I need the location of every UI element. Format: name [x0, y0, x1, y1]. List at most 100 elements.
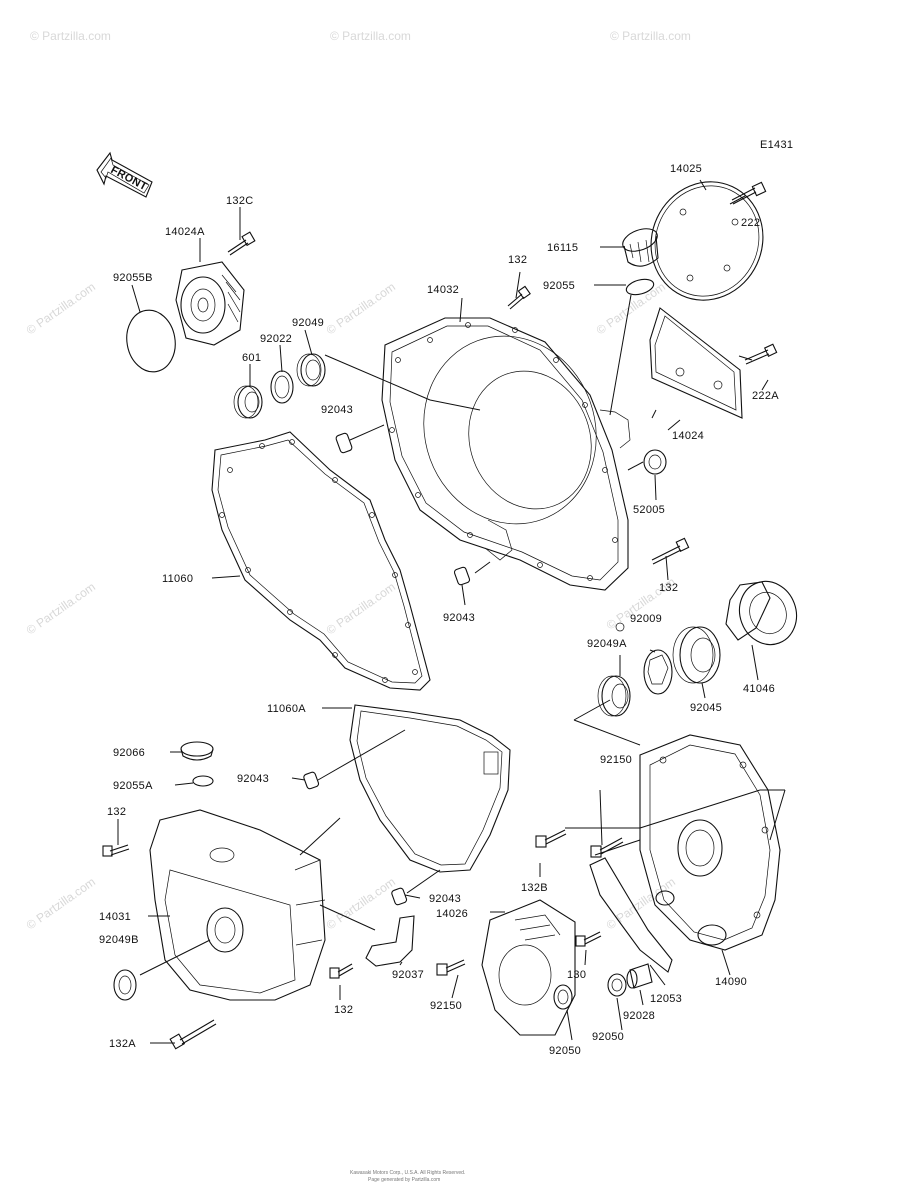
part-92043-pin [453, 566, 471, 586]
part-11060-gasket [211, 431, 431, 691]
part-130-bolt [575, 931, 602, 947]
callout-92037: 92037 [392, 969, 424, 981]
footer-generated: Page generated by Partzilla.com [368, 1177, 440, 1183]
callout-92043-b: 92043 [443, 612, 475, 624]
part-14024a-pump-cover [175, 261, 245, 346]
part-132a-bolt [169, 1019, 217, 1050]
watermark: © Partzilla.com [604, 875, 678, 933]
callout-11060a: 11060A [267, 703, 306, 715]
callout-92049a: 92049A [587, 638, 627, 650]
watermark: © Partzilla.com [24, 875, 98, 933]
callout-92043-a: 92043 [321, 404, 353, 416]
part-41046-cover [725, 580, 798, 646]
callout-92049: 92049 [292, 317, 324, 329]
part-92055b-o-ring [126, 309, 176, 373]
callout-labels: 14025 222 132C 14024A 16115 132 92055 92… [99, 163, 779, 1057]
part-92150-bolt [436, 959, 466, 976]
callout-132-left: 132 [107, 806, 126, 818]
part-601-bearing [233, 385, 263, 419]
part-92009-washer [643, 649, 673, 695]
part-132b-bolt [535, 829, 567, 848]
part-92043-pin [303, 771, 320, 790]
part-92022-washer [270, 370, 294, 404]
part-16115-cap [622, 228, 659, 267]
part-92050-collar [607, 973, 627, 997]
callout-14032: 14032 [427, 284, 459, 296]
part-132-bolt [102, 844, 130, 857]
part-222-screw [731, 181, 767, 205]
part-132-bolt [329, 963, 354, 979]
part-14032-clutch-cover [381, 317, 631, 591]
part-132c-bolt [227, 231, 256, 256]
callout-92028: 92028 [623, 1010, 655, 1022]
callout-92009: 92009 [630, 613, 662, 625]
part-92055-o-ring [625, 278, 655, 296]
callout-222a: 222A [752, 390, 779, 402]
part-14031-engine-cover [149, 809, 326, 1001]
watermark: © Partzilla.com [30, 29, 111, 43]
part-92045-bearing [672, 626, 721, 684]
front-arrow-icon: FRONT [96, 151, 153, 198]
watermark: © Partzilla.com [330, 29, 411, 43]
watermark: © Partzilla.com [324, 280, 398, 338]
callout-92055a: 92055A [113, 780, 153, 792]
watermark: © Partzilla.com [610, 29, 691, 43]
callout-601: 601 [242, 352, 261, 364]
part-132-bolt [651, 537, 690, 565]
part-small-ring [615, 622, 625, 632]
part-92049a-seal [597, 675, 631, 717]
callout-132-bot: 132 [334, 1004, 353, 1016]
part-52005-seal [643, 449, 667, 475]
part-92043-pin [335, 432, 353, 454]
callout-92050-b: 92050 [549, 1045, 581, 1057]
callout-52005: 52005 [633, 504, 665, 516]
callout-14090: 14090 [715, 976, 747, 988]
callout-92049b: 92049B [99, 934, 139, 946]
callout-132-mid: 132 [659, 582, 678, 594]
watermark: © Partzilla.com [324, 580, 398, 638]
part-14026-sprocket-cover [481, 899, 576, 1036]
callout-132b: 132B [521, 882, 548, 894]
part-92028-bushing [626, 963, 653, 989]
callout-222: 222 [741, 217, 760, 229]
front-label: FRONT [109, 164, 149, 193]
footer-copyright: Kawasaki Motors Corp., U.S.A. All Rights… [350, 1170, 465, 1176]
part-11060a-gasket [349, 704, 511, 873]
diagram-code: E1431 [760, 139, 793, 151]
watermark: © Partzilla.com [24, 280, 98, 338]
part-14024-plate [649, 307, 743, 419]
callout-132a: 132A [109, 1038, 136, 1050]
callout-132c: 132C [226, 195, 254, 207]
callout-92055: 92055 [543, 280, 575, 292]
part-92055a-o-ring [192, 775, 214, 787]
callout-92043-c: 92043 [237, 773, 269, 785]
callout-14031: 14031 [99, 911, 131, 923]
callout-14024a: 14024A [165, 226, 205, 238]
callout-92050-a: 92050 [592, 1031, 624, 1043]
part-92049-seal [296, 353, 326, 387]
part-14025-cover [650, 181, 764, 301]
part-14090-housing [639, 734, 781, 951]
watermarks: © Partzilla.com © Partzilla.com © Partzi… [24, 29, 691, 932]
callout-14026: 14026 [436, 908, 468, 920]
part-92066-plug [180, 741, 214, 761]
callout-92150-a: 92150 [600, 754, 632, 766]
callout-130: 130 [567, 969, 586, 981]
callout-16115: 16115 [547, 242, 578, 254]
callout-92066: 92066 [113, 747, 145, 759]
callout-92043-d: 92043 [429, 893, 461, 905]
callout-11060: 11060 [162, 573, 193, 585]
callout-14025: 14025 [670, 163, 702, 175]
leader-lines [117, 179, 786, 1044]
callout-92022: 92022 [260, 333, 292, 345]
callout-41046: 41046 [743, 683, 775, 695]
callout-92055b: 92055B [113, 272, 153, 284]
callout-92150-b: 92150 [430, 1000, 462, 1012]
part-92050-collar [553, 984, 573, 1010]
watermark: © Partzilla.com [594, 280, 668, 338]
part-92037-bracket [365, 915, 415, 967]
part-132-bolt [507, 285, 531, 310]
part-222a-screw [744, 343, 778, 365]
